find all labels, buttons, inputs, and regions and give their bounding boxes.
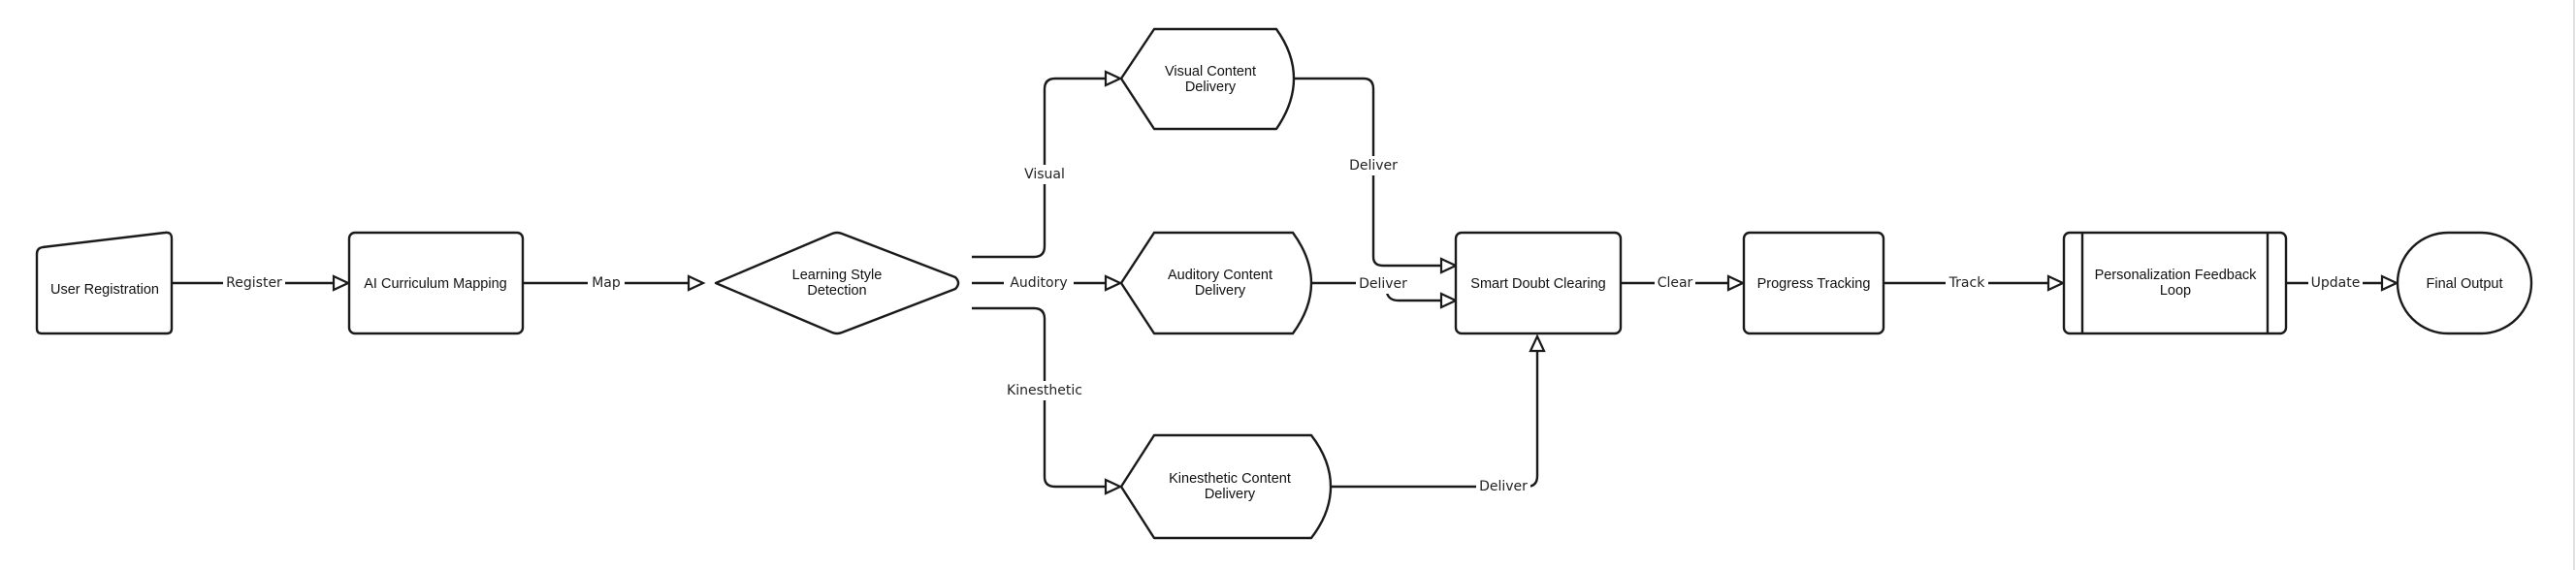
arrowhead-track xyxy=(2046,274,2066,292)
arrowhead-register xyxy=(332,274,351,292)
node-personalization-feedback-loop[interactable]: Personalization Feedback Loop xyxy=(2062,231,2288,335)
node-smart-doubt-clearing[interactable]: Smart Doubt Clearing xyxy=(1454,231,1623,335)
edge-label-register: Register xyxy=(226,275,282,291)
edge-labels: Register Map Visual Auditory Kinesthetic… xyxy=(223,156,2363,496)
node-label-ai-curriculum-mapping: AI Curriculum Mapping xyxy=(364,276,506,292)
arrowhead-update xyxy=(2380,274,2399,292)
node-auditory-content-delivery[interactable]: Auditory Content Delivery xyxy=(1119,231,1313,335)
arrowhead-auditory xyxy=(1104,274,1123,292)
edge-deliver-kinesthetic xyxy=(1331,351,1539,489)
node-kinesthetic-content-delivery[interactable]: Kinesthetic Content Delivery xyxy=(1119,433,1333,540)
node-learning-style-detection[interactable]: Learning Style Detection xyxy=(714,231,960,335)
node-user-registration[interactable]: User Registration xyxy=(35,231,174,335)
edge-label-map: Map xyxy=(592,275,621,291)
arrowhead-deliver-kinesthetic xyxy=(1529,333,1546,353)
node-label-personalization-feedback-loop-1: Personalization Feedback xyxy=(2095,268,2258,283)
arrowhead-deliver-auditory xyxy=(1439,292,1459,309)
arrowhead-deliver-visual xyxy=(1439,257,1459,274)
node-label-smart-doubt-clearing: Smart Doubt Clearing xyxy=(1470,276,1605,292)
arrowhead-kinesthetic xyxy=(1104,478,1123,495)
node-progress-tracking[interactable]: Progress Tracking xyxy=(1742,231,1885,335)
node-label-user-registration: User Registration xyxy=(50,282,159,298)
node-label-learning-style-detection-1: Learning Style xyxy=(792,268,883,283)
node-label-kinesthetic-content-delivery-1: Kinesthetic Content xyxy=(1169,471,1291,487)
node-label-progress-tracking: Progress Tracking xyxy=(1757,276,1871,292)
edge-label-deliver-kinesthetic: Deliver xyxy=(1479,479,1528,494)
arrowhead-clear xyxy=(1726,274,1746,292)
node-ai-curriculum-mapping[interactable]: AI Curriculum Mapping xyxy=(347,231,525,335)
edge-label-clear: Clear xyxy=(1658,275,1693,291)
edge-label-deliver-visual: Deliver xyxy=(1349,158,1398,174)
arrowhead-visual xyxy=(1104,70,1123,87)
arrowhead-map xyxy=(687,274,706,292)
edge-label-track: Track xyxy=(1948,275,1986,291)
node-label-personalization-feedback-loop-2: Loop xyxy=(2160,283,2191,299)
node-label-learning-style-detection-2: Detection xyxy=(807,283,866,299)
edge-label-update: Update xyxy=(2311,275,2361,291)
edge-label-visual: Visual xyxy=(1024,167,1065,182)
node-visual-content-delivery[interactable]: Visual Content Delivery xyxy=(1119,27,1296,131)
node-final-output[interactable]: Final Output xyxy=(2396,231,2533,335)
node-label-auditory-content-delivery-2: Delivery xyxy=(1195,283,1246,299)
node-label-visual-content-delivery-2: Delivery xyxy=(1185,79,1237,95)
edge-label-kinesthetic: Kinesthetic xyxy=(1007,383,1082,398)
node-label-kinesthetic-content-delivery-2: Delivery xyxy=(1205,487,1256,502)
edge-label-deliver-auditory: Deliver xyxy=(1359,276,1407,292)
node-label-auditory-content-delivery-1: Auditory Content xyxy=(1168,268,1272,283)
arrowheads xyxy=(332,70,2399,495)
edge-label-auditory: Auditory xyxy=(1010,275,1067,291)
node-label-final-output: Final Output xyxy=(2427,276,2503,292)
node-label-visual-content-delivery-1: Visual Content xyxy=(1165,64,1256,79)
